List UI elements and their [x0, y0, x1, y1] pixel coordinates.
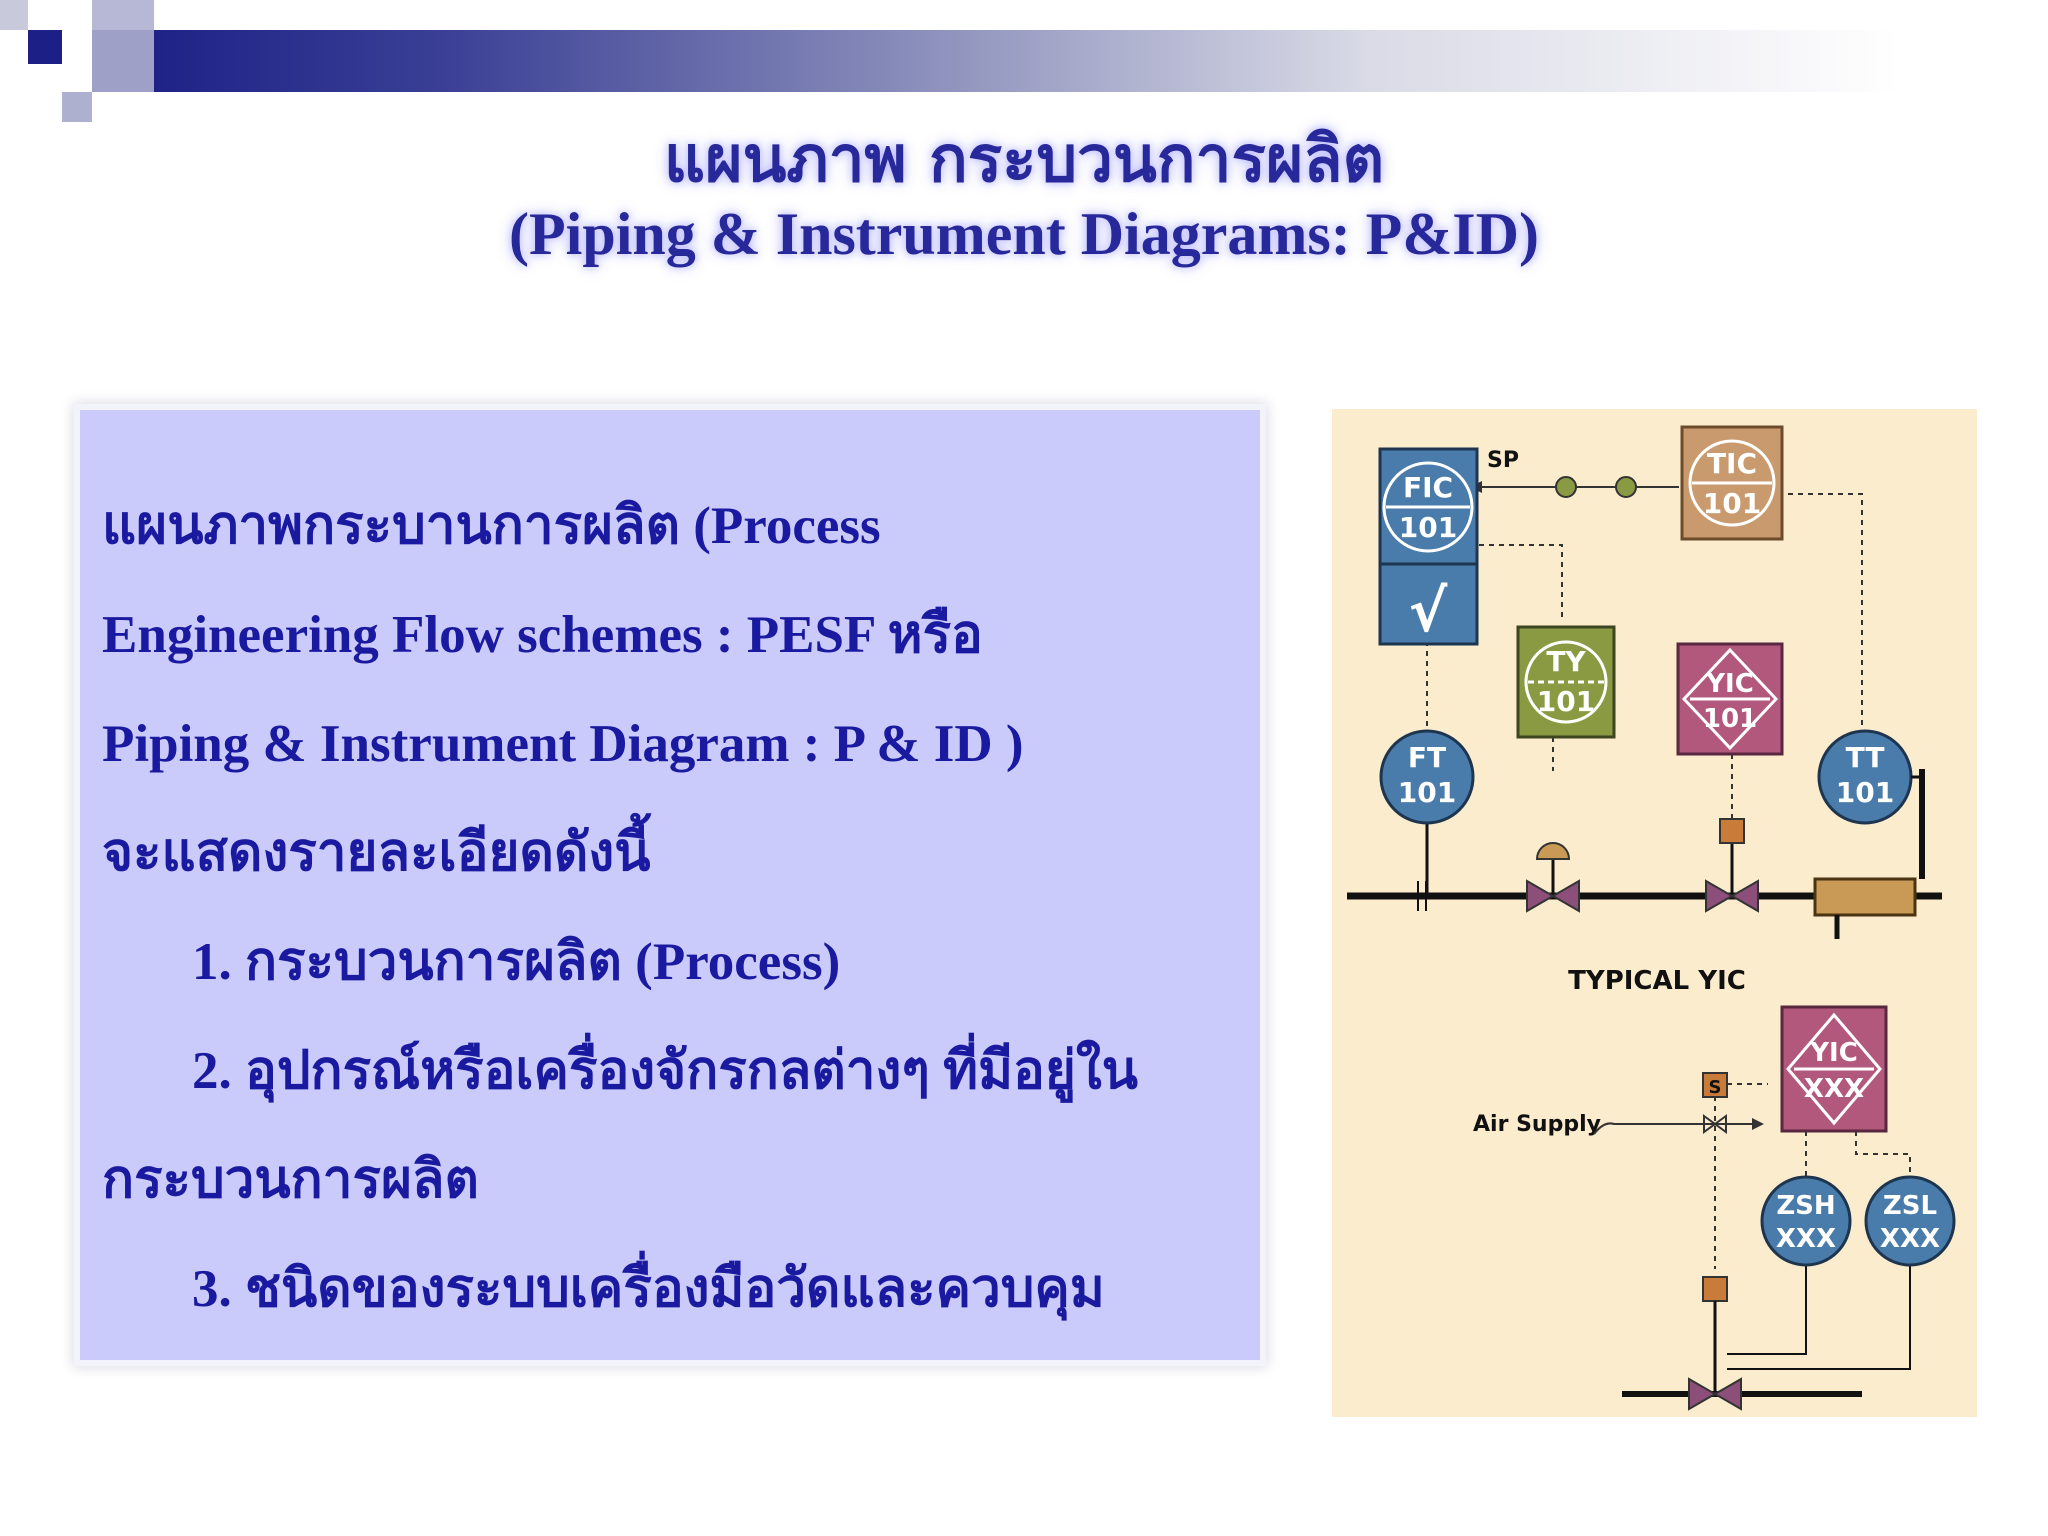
air-valve [1713, 1114, 1727, 1134]
limit-switch-link [1727, 1259, 1807, 1355]
air-supply-line [1593, 1122, 1762, 1135]
description-line: แผนภาพกระบานการผลิต (Process [102, 497, 881, 555]
zsl-instrument [1864, 1175, 1956, 1267]
tic-tag: TIC [1707, 447, 1757, 480]
air-supply-arrow [1752, 1118, 1764, 1130]
list-item-3: 3. ชนิดของระบบเครื่องมือวัดและควบคุม [192, 1260, 1105, 1318]
valve1-body [1550, 879, 1580, 913]
header-square-light [0, 0, 28, 30]
yic101-number: 101 [1703, 704, 1757, 734]
zsl-tag: ZSL [1883, 1191, 1937, 1221]
yicxxx-tag: YIC [1809, 1038, 1858, 1068]
description-line: Piping & Instrument Diagram : P & ID ) [102, 715, 1024, 773]
fic-number: 101 [1399, 511, 1457, 544]
sp-label: SP [1487, 448, 1519, 473]
valve1-actuator [1535, 842, 1571, 860]
valve2-actuator [1719, 818, 1745, 844]
limit-switch-link [1727, 1259, 1911, 1370]
fic-tag: FIC [1403, 471, 1453, 504]
ft-instrument [1379, 729, 1475, 825]
signal-line [1855, 1131, 1911, 1189]
signal-line [1688, 493, 1863, 739]
description-line: จะแสดงรายละเอียดดังนี้ [102, 824, 651, 882]
ft-tag: FT [1408, 741, 1446, 774]
header-gradient-bar [120, 30, 1900, 92]
header-square-mid [92, 0, 154, 30]
valve3-actuator [1702, 1276, 1728, 1302]
ft-number: 101 [1398, 776, 1456, 809]
yic101-diamond [1681, 647, 1779, 751]
ty-tag: TY [1546, 645, 1586, 678]
ty-instrument [1524, 640, 1608, 724]
tic-number: 101 [1703, 487, 1761, 520]
signal-line [1479, 544, 1563, 619]
page-title-english: (Piping & Instrument Diagrams: P&ID) [509, 201, 1539, 267]
description-panel: แผนภาพกระบานการผลิต (Process Engineering… [80, 410, 1260, 1360]
zsh-code: XXX [1776, 1224, 1836, 1254]
header-square-mid2 [92, 30, 154, 92]
valve1-body [1526, 879, 1556, 913]
solenoid-label: S [1709, 1077, 1722, 1098]
description-line: Engineering Flow schemes : PESF หรือ [102, 606, 983, 664]
air-valve [1703, 1114, 1717, 1134]
description-text: แผนภาพกระบานการผลิต (Process Engineering… [102, 472, 1252, 1344]
list-item-1: 1. กระบวนการผลิต (Process) [192, 933, 841, 991]
valve3-body [1688, 1377, 1718, 1411]
yicxxx-diamond [1786, 1012, 1882, 1126]
header-square-low [62, 92, 92, 122]
yicxxx-code: XXX [1804, 1074, 1864, 1104]
list-item-2: 2. อุปกรณ์หรือเครื่องจักรกลต่างๆ ที่มีอย… [192, 1042, 1139, 1100]
zsl-code: XXX [1880, 1224, 1940, 1254]
typical-yic-label: TYPICAL YIC [1568, 966, 1746, 996]
tt-tag: TT [1846, 741, 1885, 774]
ty-number: 101 [1537, 685, 1595, 718]
air-supply-label: Air Supply [1473, 1112, 1601, 1137]
page-title-thai: แผนภาพ กระบวนการผลิต [663, 123, 1385, 197]
list-item-2-continued: กระบวนการผลิต [102, 1151, 479, 1209]
header-square-dark [28, 30, 62, 64]
zsh-instrument [1760, 1175, 1852, 1267]
signal-bubble [1615, 476, 1637, 498]
tt-number: 101 [1836, 776, 1894, 809]
valve2-body [1705, 879, 1735, 913]
fic-sqrt-symbol: √ [1409, 577, 1448, 645]
zsh-tag: ZSH [1776, 1191, 1835, 1221]
vessel [1813, 877, 1917, 917]
valve3-body [1712, 1377, 1742, 1411]
yic101-tag: YIC [1705, 669, 1754, 699]
pid-diagram: SP FIC 101 √ TIC 101 TY 101 YIC 101 FT 1… [1332, 409, 1977, 1417]
solenoid-box [1702, 1072, 1728, 1098]
signal-bubble [1555, 476, 1577, 498]
valve2-body [1729, 879, 1759, 913]
